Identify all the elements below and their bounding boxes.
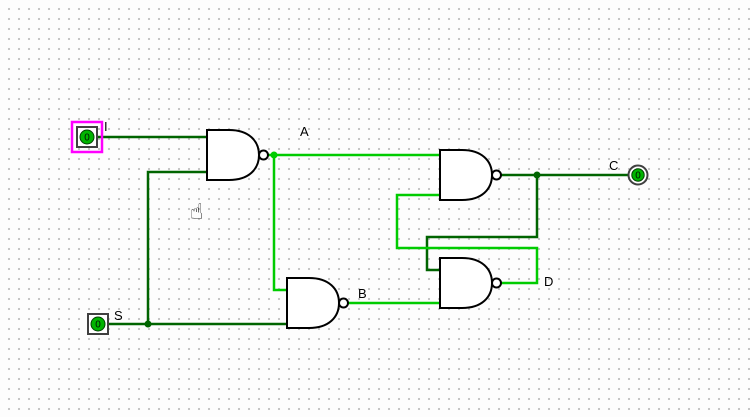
wire-feedback-d-to-nand3[interactable] (395, 193, 539, 285)
pin-value-disc (90, 316, 106, 332)
junction-dot (270, 151, 278, 159)
input-pin-i[interactable]: 0 (70, 120, 104, 154)
pin-value-disc (79, 129, 95, 145)
inverter-bubble-icon (338, 297, 349, 309)
nand-gate-body (286, 277, 341, 329)
wire-label-d: D (544, 274, 553, 289)
input-pin-s[interactable]: 0 (87, 313, 109, 335)
pin-value-text: 0 (84, 133, 90, 144)
inverter-bubble-icon (491, 277, 502, 289)
nand-gate-body (206, 129, 261, 181)
wire-a-branch-to-nand2[interactable] (272, 153, 289, 292)
nand-gate-2[interactable] (286, 277, 349, 329)
selection-halo (70, 120, 104, 154)
wire-feedback-c-to-nand4[interactable] (425, 173, 539, 272)
hand-cursor-icon: ☝ (190, 200, 203, 225)
wire-label-b: B (358, 286, 367, 301)
nand-gate-body (439, 149, 494, 201)
junction-dot (144, 320, 152, 328)
wire-s-branch-to-nand1[interactable] (146, 170, 209, 326)
input-i-label: I (104, 119, 108, 134)
nand-gate-body (439, 257, 494, 309)
pin-value-disc (631, 168, 645, 182)
nand-gate-1[interactable] (206, 129, 269, 181)
nand-gate-3[interactable] (439, 149, 502, 201)
output-pin-c[interactable]: 0 (627, 164, 649, 186)
output-c-label: C (609, 158, 618, 173)
inverter-bubble-icon (258, 149, 269, 161)
pin-value-text: 0 (95, 320, 101, 331)
nand-gate-4[interactable] (439, 257, 502, 309)
junction-dot (533, 171, 541, 179)
pin-value-text: 0 (635, 171, 641, 182)
input-s-label: S (114, 308, 123, 323)
inverter-bubble-icon (491, 169, 502, 181)
wire-label-a: A (300, 124, 309, 139)
